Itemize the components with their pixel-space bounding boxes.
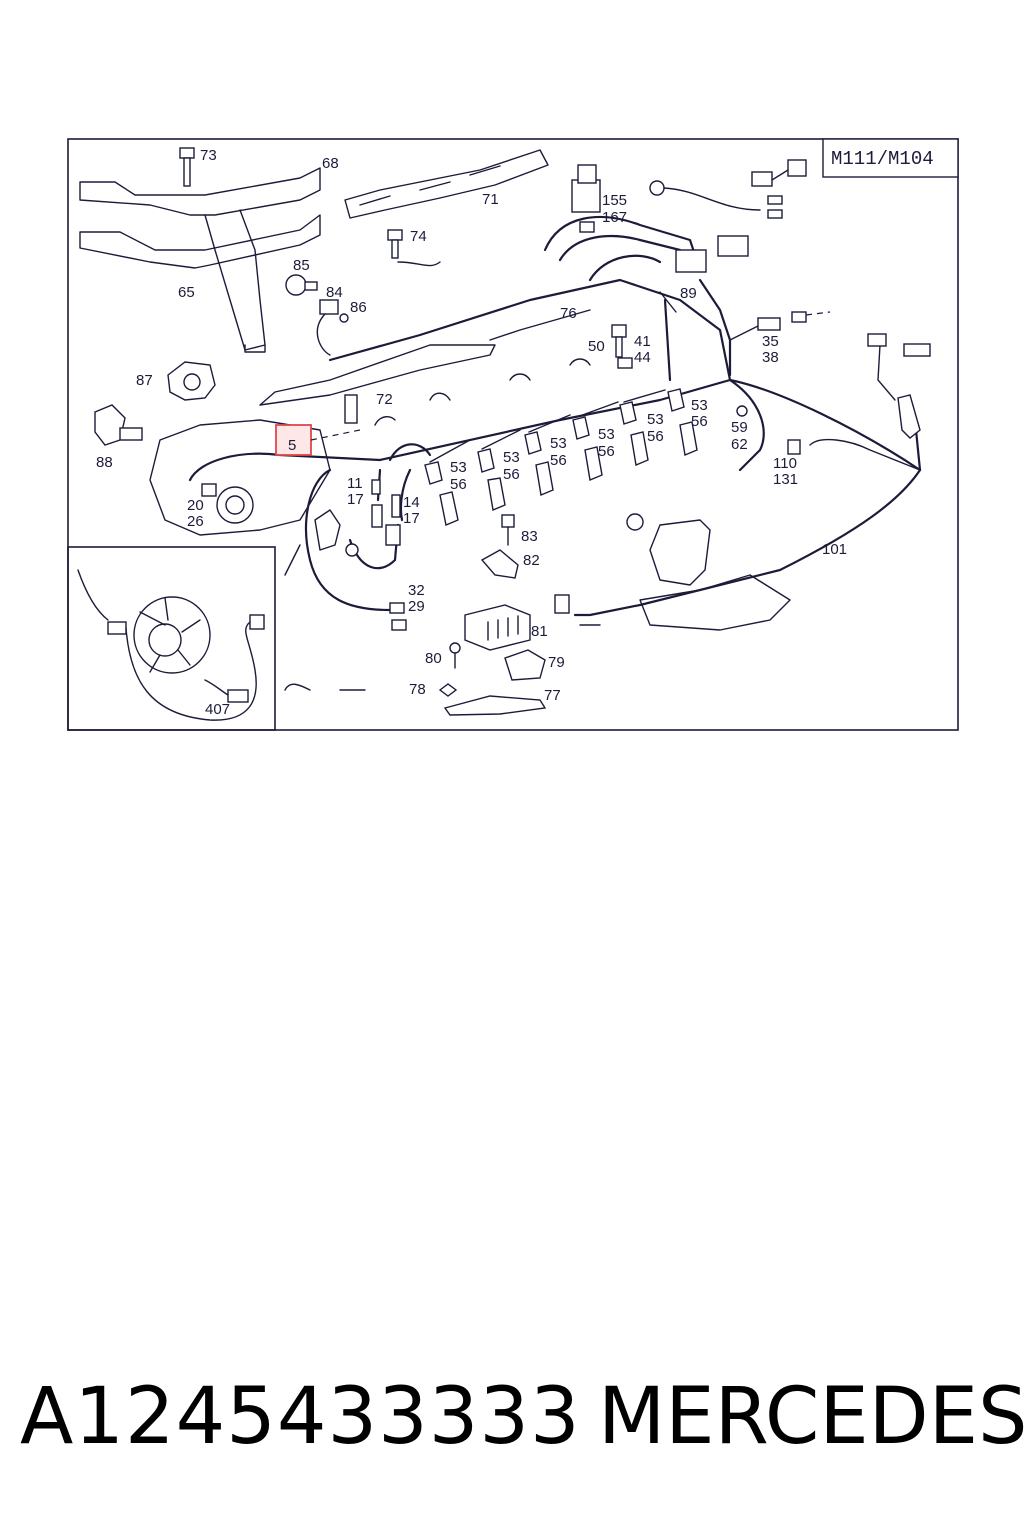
parts-78-77 (438, 683, 547, 716)
callout-87: 87 (136, 372, 153, 389)
callout-68: 68 (322, 155, 339, 172)
connector-right-sensor (867, 333, 931, 439)
engine-code-label: M111/M104 (831, 148, 934, 170)
callout-76: 76 (560, 305, 577, 322)
fuel-rail-72 (259, 344, 591, 426)
engine-code-box (822, 138, 959, 178)
leader-5 (310, 429, 361, 441)
bracket-65-68 (79, 167, 321, 353)
connector-35-38 (757, 311, 831, 331)
wiring-harness-diagram: M111/M104 (67, 138, 959, 731)
callout-53-a: 53 (450, 459, 467, 476)
callout-65: 65 (178, 284, 195, 301)
callout-83: 83 (521, 528, 538, 545)
callout-56-a: 56 (450, 476, 467, 493)
engine-block-outline (149, 419, 331, 536)
callout-11: 11 (347, 475, 363, 492)
callout-88: 88 (96, 454, 113, 471)
callout-44: 44 (634, 349, 651, 366)
callout-82: 82 (523, 552, 540, 569)
callout-53-b: 53 (503, 449, 520, 466)
callout-5: 5 (288, 437, 296, 454)
callout-155: 155 (602, 192, 627, 209)
callout-407: 407 (205, 701, 230, 718)
callout-17-a: 17 (347, 491, 364, 508)
injector-row (424, 388, 698, 526)
callout-73: 73 (200, 147, 217, 164)
callout-56-f: 56 (691, 413, 708, 430)
parts-80-79 (449, 642, 546, 681)
throttle-body-101 (626, 513, 791, 631)
callout-20: 20 (187, 497, 204, 514)
plug-upper-right (649, 159, 807, 219)
callout-84: 84 (326, 284, 343, 301)
brand-name: MERCEDES (598, 1372, 1024, 1462)
callout-32: 32 (408, 582, 425, 599)
callout-labels: 73 68 71 74 65 85 84 86 155 167 89 76 41… (96, 147, 847, 718)
callout-167: 167 (602, 209, 627, 226)
connector-20-26 (201, 483, 217, 497)
part-110-131 (787, 439, 801, 455)
relay-box-81 (464, 604, 531, 651)
sensor-85-84-86 (285, 274, 349, 356)
parts-41-44-50 (489, 309, 633, 369)
sensor-89 (659, 235, 749, 313)
callout-72: 72 (376, 391, 393, 408)
callout-41: 41 (634, 333, 651, 350)
callout-56-c: 56 (550, 452, 567, 469)
connector-155-167 (571, 164, 601, 233)
callout-29: 29 (408, 598, 425, 615)
callout-85: 85 (293, 257, 310, 274)
bolt-74-icon (387, 229, 441, 267)
callout-14: 14 (403, 494, 420, 511)
callout-101: 101 (822, 541, 847, 558)
radiator-fan (77, 569, 265, 721)
sensors-11-14-17 (314, 479, 401, 557)
engine-lower-outline (284, 544, 366, 691)
callout-17-b: 17 (403, 510, 420, 527)
callout-56-e: 56 (647, 428, 664, 445)
callout-35: 35 (762, 333, 779, 350)
callout-80: 80 (425, 650, 442, 667)
callout-59: 59 (731, 419, 748, 436)
callout-131: 131 (773, 471, 798, 488)
small-bracket-right (554, 594, 601, 626)
callout-53-f: 53 (691, 397, 708, 414)
clip-87 (167, 361, 216, 401)
bolt-73-icon (179, 147, 195, 187)
callout-53-c: 53 (550, 435, 567, 452)
callout-77: 77 (544, 687, 561, 704)
callout-53-e: 53 (647, 411, 664, 428)
footer: A1245433333 MERCEDES (0, 1372, 1024, 1482)
callout-110: 110 (773, 455, 797, 472)
part-59-62 (736, 405, 748, 417)
callout-71: 71 (482, 191, 499, 208)
callout-89: 89 (680, 285, 697, 302)
clip-88 (94, 404, 143, 446)
callout-26: 26 (187, 513, 204, 530)
callout-56-d: 56 (598, 443, 615, 460)
callout-38: 38 (762, 349, 779, 366)
connector-32-29 (389, 602, 407, 631)
rail-71 (344, 149, 549, 219)
parts-83-82 (480, 514, 519, 579)
callout-79: 79 (548, 654, 565, 671)
diagram-frame (67, 138, 959, 731)
callout-86: 86 (350, 299, 367, 316)
callout-78: 78 (409, 681, 426, 698)
callout-50: 50 (588, 338, 605, 355)
fan-inset-frame (67, 546, 276, 731)
callout-74: 74 (410, 228, 427, 245)
callout-81: 81 (531, 623, 548, 640)
callout-56-b: 56 (503, 466, 520, 483)
part-number: A1245433333 (20, 1372, 581, 1462)
callout-62: 62 (731, 436, 748, 453)
callout-53-d: 53 (598, 426, 615, 443)
highlight-box-5 (275, 424, 312, 456)
